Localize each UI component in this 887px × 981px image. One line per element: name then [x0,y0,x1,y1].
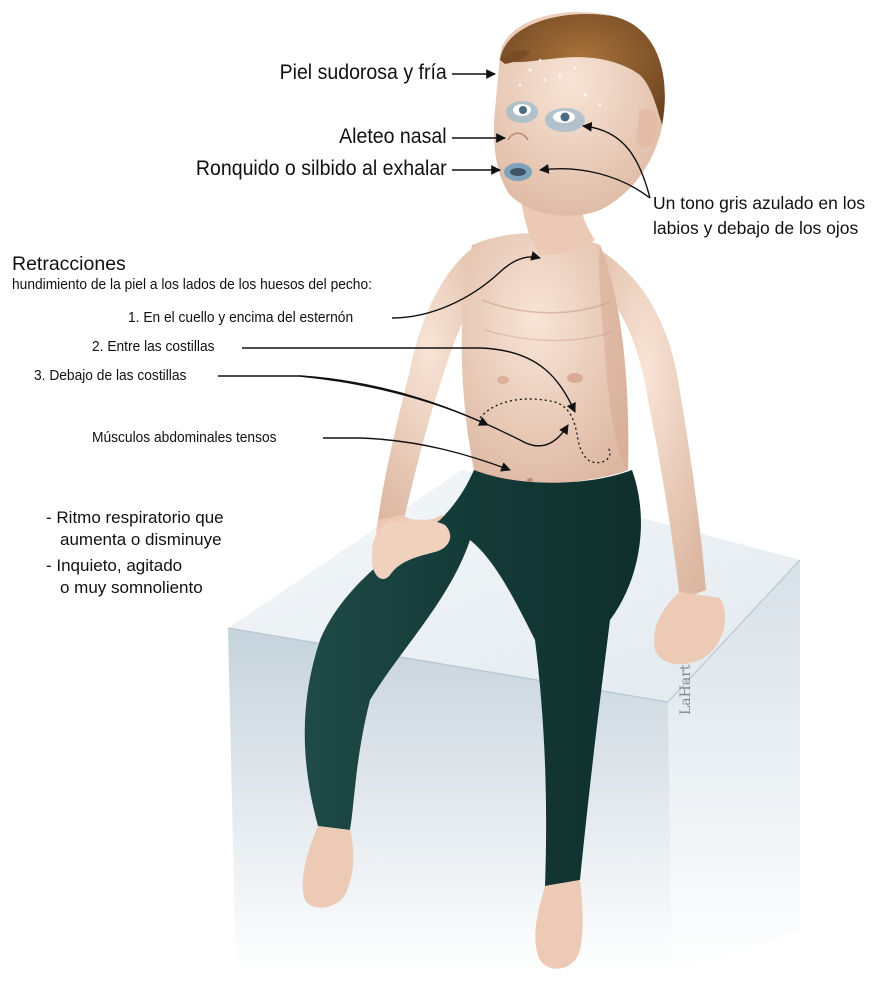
artist-signature: LaHart [678,664,694,715]
bullet-line: - Ritmo respiratorio que [46,507,224,529]
label-cyanosis-line2: labios y debajo de los ojos [653,218,858,238]
bullet-line: o muy somnoliento [46,577,224,599]
label-snore: Ronquido o silbido al exhalar [196,157,447,181]
label-retractions-title: Retracciones [12,253,126,275]
label-retraction-1: 1. En el cuello y encima del esternón [128,310,353,327]
torso [462,233,629,486]
label-skin: Piel sudorosa y fría [280,61,447,85]
leader-retraction-3b [300,376,488,425]
label-retraction-2: 2. Entre las costillas [92,339,215,356]
bullet-item: - Ritmo respiratorio que aumenta o dismi… [46,507,224,551]
label-nasal: Aleteo nasal [339,125,447,149]
label-cyanosis-line1: Un tono gris azulado en los [653,193,865,213]
label-abdominal: Músculos abdominales tensos [92,430,277,447]
bullet-line: aumenta o disminuye [46,529,224,551]
label-retraction-3: 3. Debajo de las costillas [34,368,186,385]
symptom-bullets: - Ritmo respiratorio que aumenta o dismi… [46,507,224,603]
bullet-line: - Inquieto, agitado [46,555,224,577]
label-retractions-subtitle: hundimiento de la piel a los lados de lo… [12,277,372,294]
head [494,12,665,216]
bullet-item: - Inquieto, agitado o muy somnoliento [46,555,224,599]
